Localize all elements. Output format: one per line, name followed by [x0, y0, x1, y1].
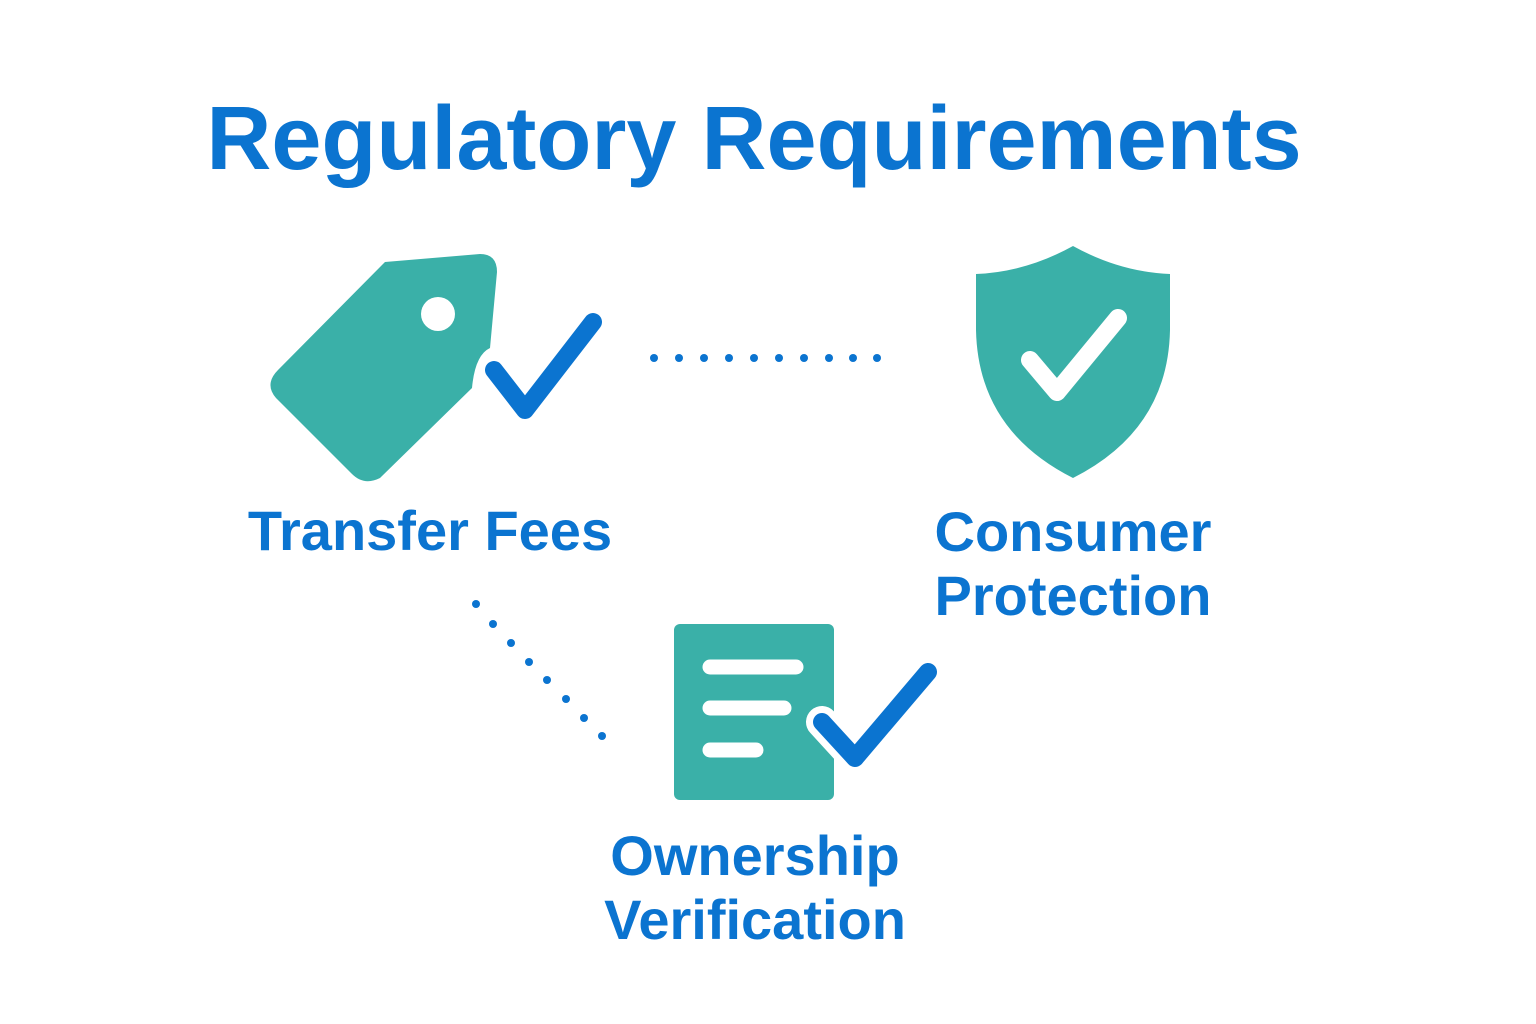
diagram-title: Regulatory Requirements	[206, 89, 1302, 189]
label-line: Ownership	[610, 824, 900, 887]
label-line: Transfer Fees	[247, 499, 613, 562]
connector-fees-verification	[472, 600, 606, 740]
node-label-ownership-verification: Ownership Verification	[555, 824, 955, 952]
label-line: Verification	[604, 888, 906, 951]
node-label-transfer-fees: Transfer Fees	[230, 499, 630, 563]
price-tag-check-icon	[270, 254, 602, 482]
node-label-consumer-protection: Consumer Protection	[873, 500, 1273, 628]
label-line: Protection	[934, 564, 1212, 627]
label-line: Consumer	[934, 500, 1212, 563]
document-check-icon	[674, 624, 944, 800]
shield-check-icon	[976, 246, 1170, 478]
connector-fees-protection	[650, 354, 881, 362]
